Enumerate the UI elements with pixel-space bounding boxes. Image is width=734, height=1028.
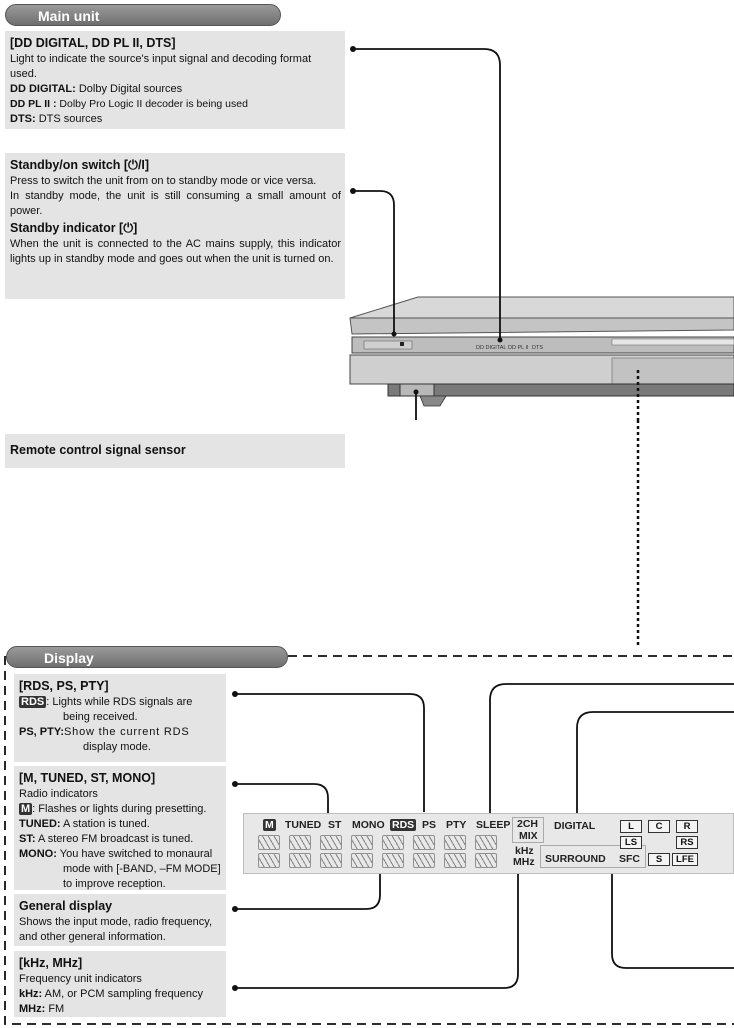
segment-digit xyxy=(444,853,466,868)
tuned-m-line: M: Flashes or lights during presetting. xyxy=(19,803,207,815)
segment-digit xyxy=(320,835,342,850)
rds-line-2: PS, PTY:Show the current RDS xyxy=(19,726,190,738)
segment-digit xyxy=(413,835,435,850)
segment-digit xyxy=(351,835,373,850)
panel-pty: PTY xyxy=(446,819,467,831)
mhz-line: MHz: FM xyxy=(19,1003,65,1015)
digital-heading: [DD DIGITAL, DD PL II, DTS] xyxy=(10,36,176,50)
tuned-mono-cont-1: mode with [-BAND, –FM MODE] xyxy=(63,863,221,875)
digital-line-dts: DTS: DTS sources xyxy=(10,113,103,125)
khz-box: [kHz, MHz] Frequency unit indicators kHz… xyxy=(14,951,226,1017)
panel-speaker-c: C xyxy=(648,820,670,833)
standby-desc-1: Press to switch the unit from on to stan… xyxy=(10,175,317,187)
panel-rds: RDS xyxy=(390,819,417,831)
segment-digit xyxy=(258,835,280,850)
panel-surround-box xyxy=(540,845,646,868)
rds-line-2-cont: display mode. xyxy=(83,741,151,753)
panel-mix: MIX xyxy=(519,830,538,842)
segment-digit xyxy=(475,853,497,868)
segment-digit xyxy=(258,853,280,868)
standby-box: Standby/on switch [⏻/I] Press to switch … xyxy=(5,153,345,299)
panel-ps: PS xyxy=(422,819,437,831)
segment-digit xyxy=(289,835,311,850)
rds-line-1: RDS: Lights while RDS signals are xyxy=(19,696,193,708)
segment-digit xyxy=(382,835,404,850)
main-unit-title-text: Main unit xyxy=(38,8,100,24)
tuned-st-line: ST: A stereo FM broadcast is tuned. xyxy=(19,833,194,845)
panel-speaker-rs: RS xyxy=(676,836,698,849)
tuned-heading: [M, TUNED, ST, MONO] xyxy=(19,771,156,785)
display-panel: M TUNED ST MONO RDS PS PTY SLEEP 2CH MIX… xyxy=(243,813,734,874)
general-display-box: General display Shows the input mode, ra… xyxy=(14,894,226,946)
panel-speaker-l: L xyxy=(620,820,642,833)
panel-mono: MONO xyxy=(352,819,385,831)
rds-heading: [RDS, PS, PTY] xyxy=(19,679,109,693)
panel-surround: SURROUND xyxy=(545,853,606,865)
device-label-pl: DD PL II xyxy=(508,345,529,351)
panel-speaker-s: S xyxy=(648,853,670,866)
tuned-mono-cont-2: to improve reception. xyxy=(63,878,166,890)
panel-digital: DIGITAL xyxy=(554,820,596,832)
segment-digit xyxy=(289,853,311,868)
remote-sensor-box: Remote control signal sensor xyxy=(5,434,345,468)
display-title: Display xyxy=(6,646,288,668)
panel-mhz: MHz xyxy=(513,856,535,868)
panel-2ch: 2CH xyxy=(517,818,539,830)
segment-digit xyxy=(444,835,466,850)
main-unit-title: Main unit xyxy=(5,4,281,26)
standby-switch-heading: Standby/on switch [⏻/I] xyxy=(10,158,150,172)
tuned-tuned-line: TUNED: A station is tuned. xyxy=(19,818,150,830)
segment-digit xyxy=(351,853,373,868)
display-title-text: Display xyxy=(44,650,94,666)
rds-box: [RDS, PS, PTY] RDS: Lights while RDS sig… xyxy=(14,674,226,762)
standby-desc-3: When the unit is connected to the AC mai… xyxy=(10,238,341,265)
panel-m: M xyxy=(263,819,276,831)
tuned-mono-line: MONO: You have switched to monaural xyxy=(19,848,213,860)
digital-description: Light to indicate the source's input sig… xyxy=(10,53,312,80)
segment-digit xyxy=(475,835,497,850)
general-display-desc: Shows the input mode, radio frequency, a… xyxy=(19,916,213,943)
digital-line-pl2: DD PL II : Dolby Pro Logic II decoder is… xyxy=(10,98,248,110)
khz-line: kHz: AM, or PCM sampling frequency xyxy=(19,988,204,1000)
segment-digit xyxy=(413,853,435,868)
main-unit-illustration: DD DIGITAL DD PL II DTS xyxy=(349,46,734,420)
segment-digit xyxy=(382,853,404,868)
khz-desc: Frequency unit indicators xyxy=(19,973,142,985)
panel-speaker-lfe: LFE xyxy=(672,853,698,866)
digital-line-dolby: DD DIGITAL: Dolby Digital sources xyxy=(10,83,183,95)
general-display-heading: General display xyxy=(19,899,113,913)
remote-sensor-heading: Remote control signal sensor xyxy=(10,443,186,457)
panel-speaker-r: R xyxy=(676,820,698,833)
standby-desc-2: In standby mode, the unit is still consu… xyxy=(10,190,341,217)
device-label-digital: DD DIGITAL xyxy=(476,345,506,351)
rds-line-1-cont: being received. xyxy=(63,711,138,723)
device-label-dts: DTS xyxy=(532,345,543,351)
panel-speaker-ls: LS xyxy=(620,836,642,849)
panel-tuned: TUNED xyxy=(285,819,322,831)
panel-sleep: SLEEP xyxy=(476,819,511,831)
standby-indicator-heading: Standby indicator [⏻] xyxy=(10,221,138,235)
panel-st: ST xyxy=(328,819,342,831)
panel-2ch-box xyxy=(512,817,544,843)
panel-khz: kHz xyxy=(515,845,534,857)
segment-digit xyxy=(320,853,342,868)
tuned-desc: Radio indicators xyxy=(19,788,98,800)
khz-heading: [kHz, MHz] xyxy=(19,956,83,970)
tuned-box: [M, TUNED, ST, MONO] Radio indicators M:… xyxy=(14,766,226,890)
panel-sfc: SFC xyxy=(619,853,640,865)
digital-indicators-box: [DD DIGITAL, DD PL II, DTS] Light to ind… xyxy=(5,31,345,129)
